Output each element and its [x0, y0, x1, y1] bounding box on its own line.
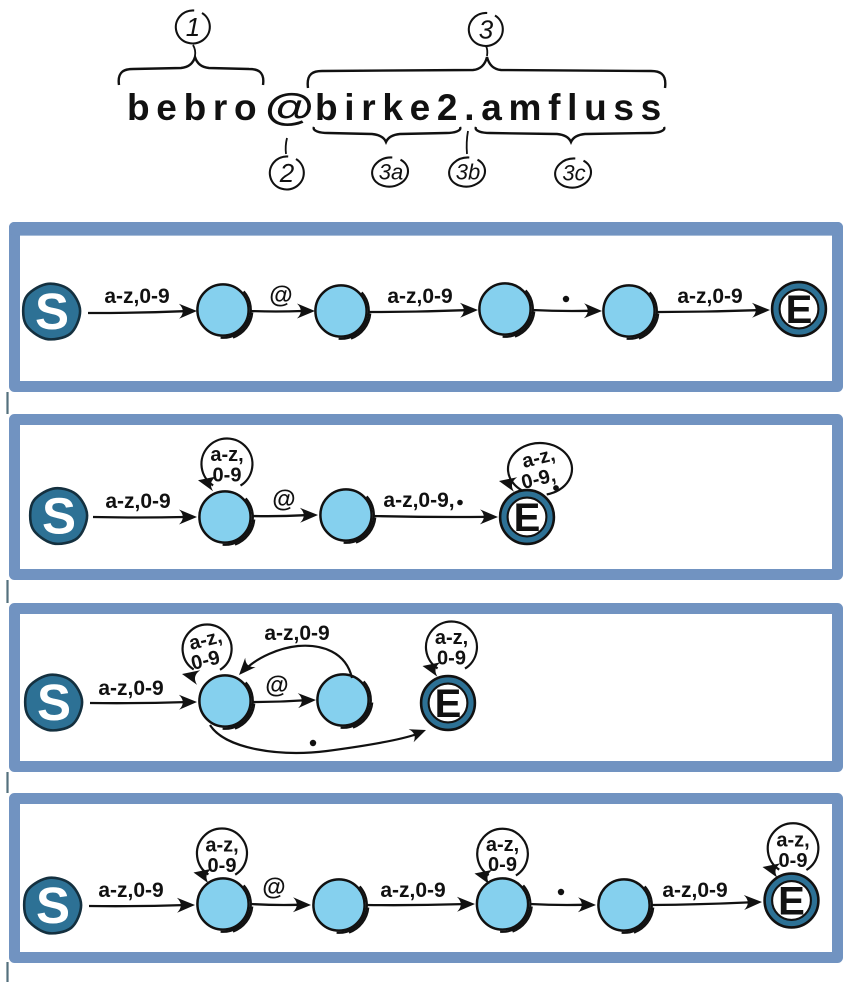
svg-text:a-z,: a-z,: [205, 835, 238, 857]
svg-text:a-z,0-9: a-z,0-9: [98, 677, 163, 700]
svg-text:0-9: 0-9: [208, 855, 237, 877]
svg-text:3c: 3c: [562, 161, 585, 186]
svg-text:3a: 3a: [379, 160, 403, 185]
svg-text:@: @: [269, 282, 292, 309]
svg-text:a-z,: a-z,: [210, 444, 243, 466]
svg-text:@: @: [265, 87, 314, 129]
svg-text:birke2.amfluss: birke2.amfluss: [315, 87, 668, 128]
svg-text:2: 2: [279, 158, 295, 188]
svg-text:E: E: [778, 880, 805, 924]
svg-text:S: S: [36, 877, 70, 934]
svg-text:0-9: 0-9: [488, 854, 517, 876]
svg-text:3: 3: [479, 15, 494, 45]
svg-text:a-z,0-9: a-z,0-9: [380, 879, 445, 902]
svg-text:a-z,0-9: a-z,0-9: [677, 285, 742, 308]
svg-text:a-z,0-9: a-z,0-9: [104, 285, 169, 308]
svg-text:a-z,0-9,: a-z,0-9,: [383, 489, 454, 512]
svg-text:0-9: 0-9: [437, 648, 466, 670]
svg-text:@: @: [262, 874, 285, 901]
svg-text:a-z,0-9: a-z,0-9: [264, 622, 329, 645]
svg-text:S: S: [37, 674, 71, 731]
svg-text:bebro: bebro: [127, 87, 263, 128]
svg-text:E: E: [435, 682, 462, 726]
svg-text:3b: 3b: [456, 160, 480, 185]
svg-text:0-9: 0-9: [213, 465, 242, 487]
svg-text:E: E: [786, 288, 813, 332]
svg-text:a-z,0-9: a-z,0-9: [98, 879, 163, 902]
svg-text:S: S: [35, 283, 69, 340]
svg-text:a-z,: a-z,: [776, 830, 809, 852]
svg-text:a-z,: a-z,: [435, 627, 468, 649]
svg-text:a-z,0-9: a-z,0-9: [105, 490, 170, 513]
svg-text:@: @: [265, 672, 288, 699]
svg-text:a-z,: a-z,: [486, 834, 519, 856]
svg-text:E: E: [514, 496, 541, 540]
svg-text:a-z,0-9: a-z,0-9: [662, 879, 727, 902]
svg-text:@: @: [272, 486, 295, 513]
svg-text:0-9: 0-9: [779, 850, 808, 872]
svg-text:S: S: [42, 488, 76, 545]
svg-text:1: 1: [186, 12, 200, 42]
svg-text:a-z,0-9: a-z,0-9: [387, 285, 452, 308]
